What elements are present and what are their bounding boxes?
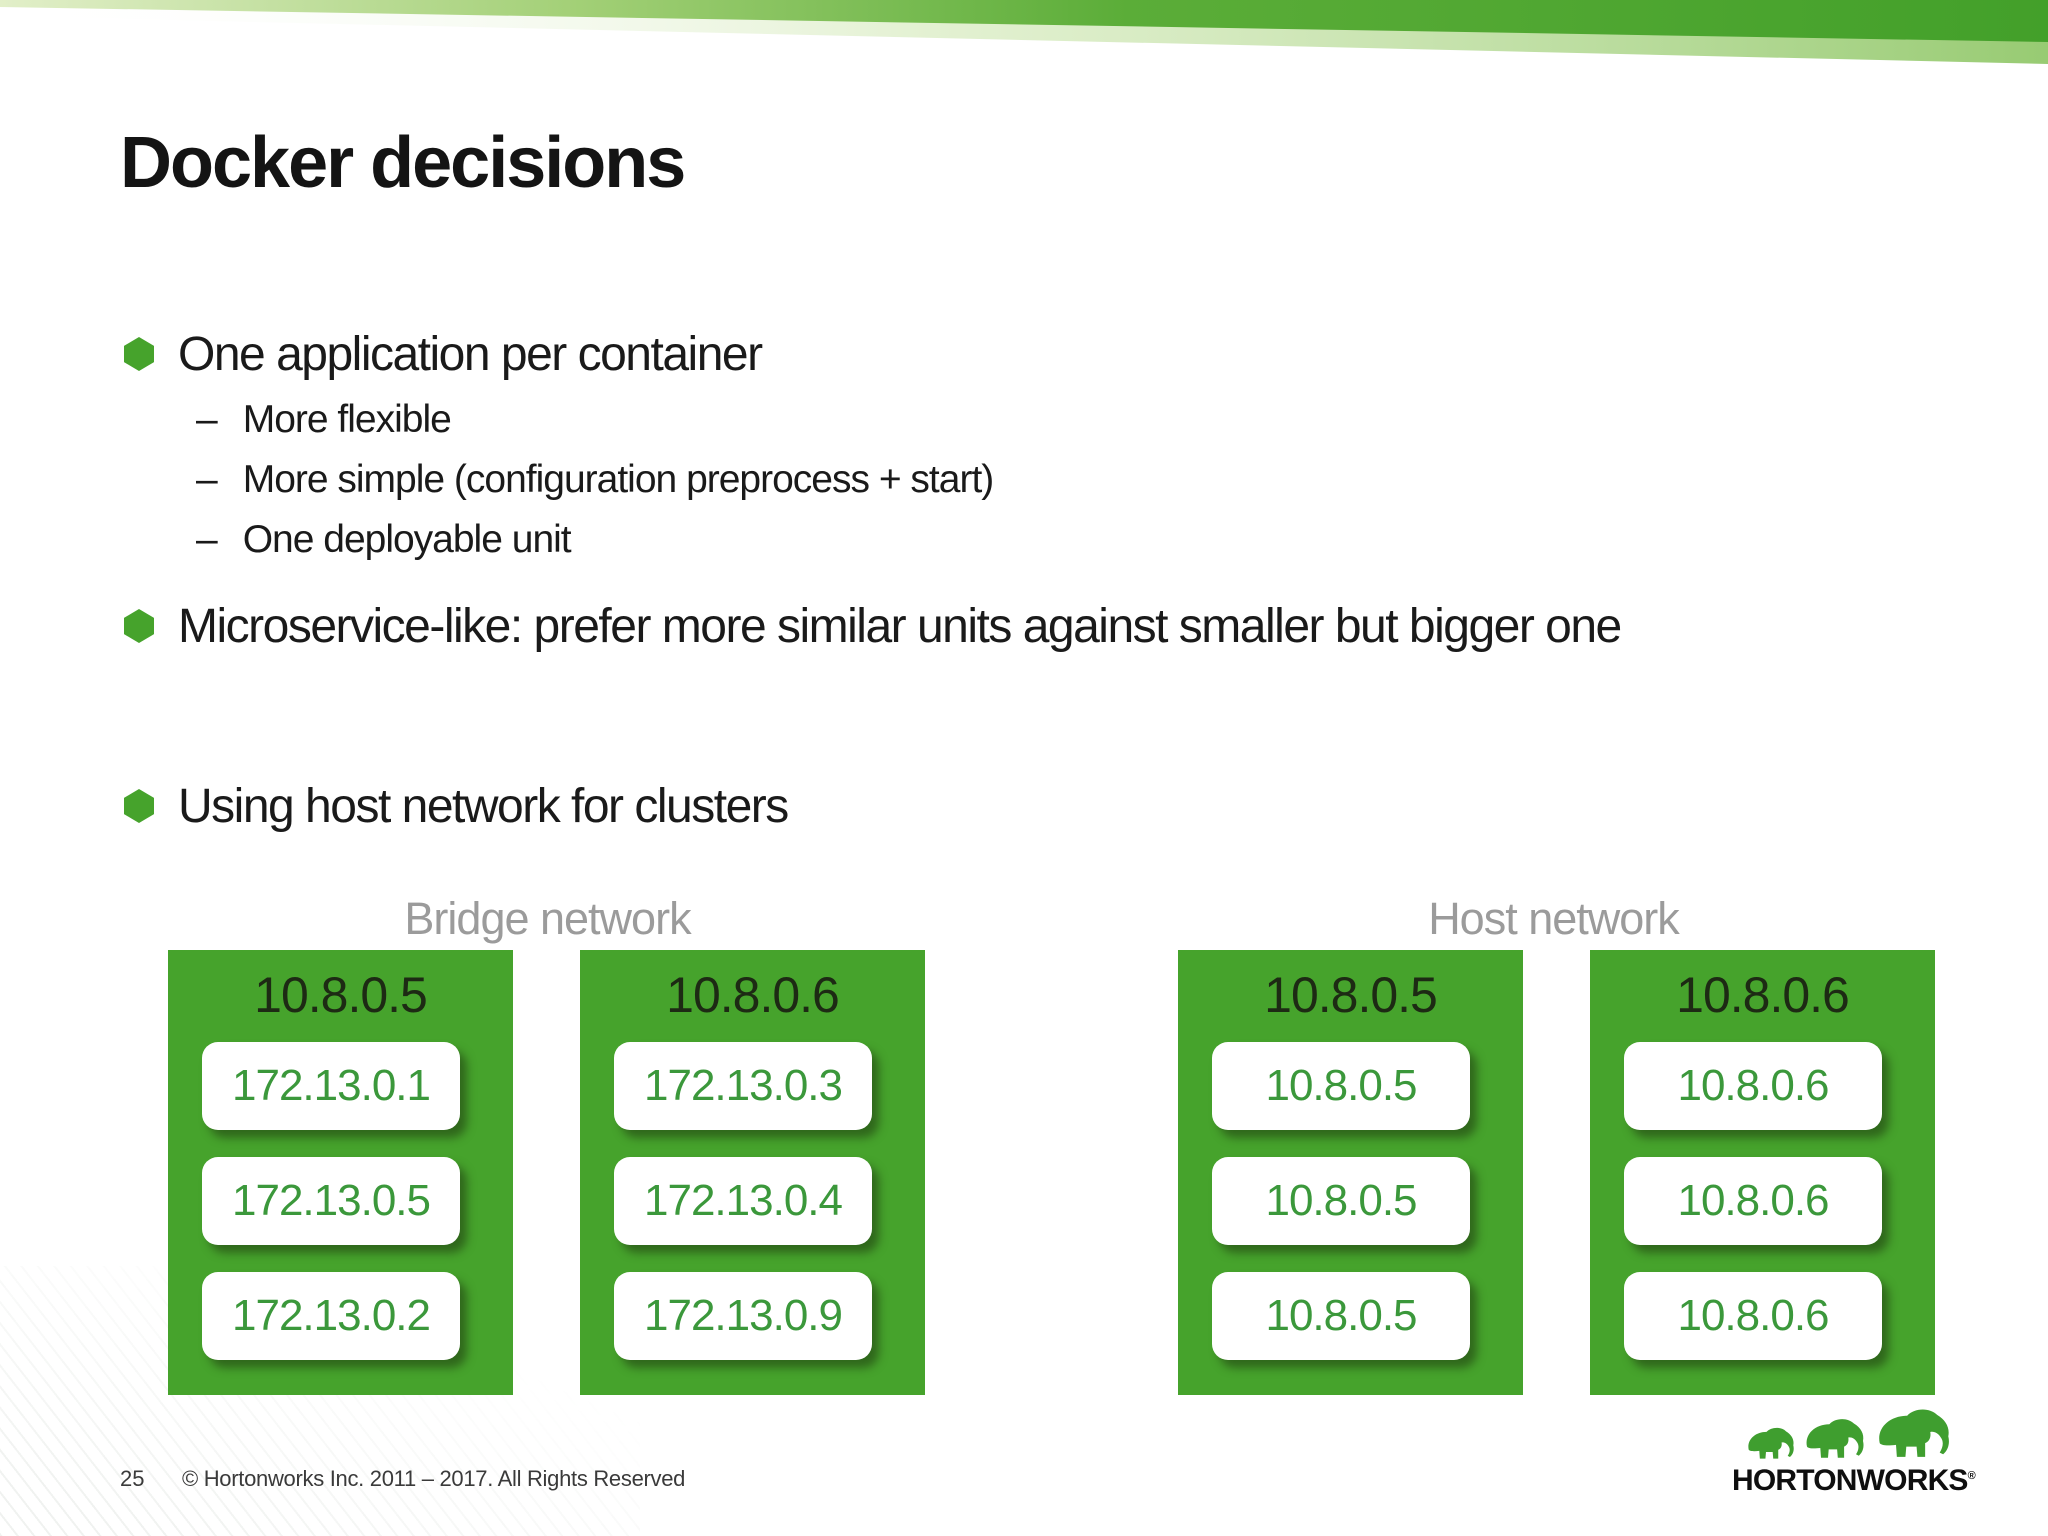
container-chip: 10.8.0.6 [1624, 1157, 1882, 1245]
sub-bullet-text: More simple (configuration preprocess + … [242, 458, 995, 501]
elephant-icon [1748, 1427, 1794, 1459]
dash-bullet-icon: – [196, 458, 218, 501]
sub-bullet-item: – More flexible [196, 397, 452, 443]
hexagon-bullet-icon [124, 789, 154, 823]
container-chip: 10.8.0.5 [1212, 1157, 1470, 1245]
sub-bullet-item: – One deployable unit [196, 517, 572, 563]
copyright-text: © Hortonworks Inc. 2011 – 2017. All Righ… [182, 1466, 686, 1491]
container-chip: 172.13.0.5 [202, 1157, 460, 1245]
bullet-text: Using host network for clusters [178, 779, 789, 833]
host-ip-header: 10.8.0.5 [254, 967, 428, 1023]
dash-bullet-icon: – [196, 398, 218, 441]
container-chip: 172.13.0.2 [202, 1272, 460, 1360]
logo-text: HORTONWORKS [1732, 1464, 1968, 1497]
host-ip-header: 10.8.0.5 [1264, 967, 1438, 1023]
hexagon-bullet-icon [124, 609, 154, 643]
sub-bullet-item: – More simple (configuration preprocess … [196, 457, 995, 503]
hexagon-bullet-icon [124, 337, 154, 371]
host-ip-header: 10.8.0.6 [666, 967, 840, 1023]
container-chip: 10.8.0.5 [1212, 1042, 1470, 1130]
elephant-icon [1806, 1419, 1864, 1458]
hortonworks-logo: HORTONWORKS® [1732, 1400, 1976, 1498]
host-ip-header: 10.8.0.6 [1676, 967, 1850, 1023]
logo-wordmark: HORTONWORKS® [1732, 1464, 1976, 1498]
container-chip: 172.13.0.9 [614, 1272, 872, 1360]
container-chip: 172.13.0.1 [202, 1042, 460, 1130]
registered-mark: ® [1967, 1470, 1976, 1482]
dash-bullet-icon: – [196, 518, 218, 561]
bullet-text: Microservice-like: prefer more similar u… [178, 599, 1622, 653]
page-number: 25 [120, 1466, 145, 1491]
host-box: 10.8.0.6 10.8.0.6 10.8.0.6 10.8.0.6 [1590, 950, 1935, 1395]
top-banner-decoration [0, 0, 2048, 64]
bullet-item: One application per container [124, 326, 763, 382]
container-chip: 10.8.0.6 [1624, 1042, 1882, 1130]
elephant-icon [1879, 1409, 1949, 1457]
sub-bullet-text: More flexible [242, 398, 452, 441]
bullet-text: One application per container [178, 327, 763, 381]
host-box: 10.8.0.6 172.13.0.3 172.13.0.4 172.13.0.… [580, 950, 925, 1395]
host-box: 10.8.0.5 172.13.0.1 172.13.0.5 172.13.0.… [168, 950, 513, 1395]
container-chip: 10.8.0.6 [1624, 1272, 1882, 1360]
container-chip: 172.13.0.3 [614, 1042, 872, 1130]
bullet-item: Using host network for clusters [124, 778, 789, 834]
container-chip: 172.13.0.4 [614, 1157, 872, 1245]
container-chip: 10.8.0.5 [1212, 1272, 1470, 1360]
bullet-item: Microservice-like: prefer more similar u… [124, 598, 1622, 654]
slide-title: Docker decisions [120, 123, 686, 203]
host-box: 10.8.0.5 10.8.0.5 10.8.0.5 10.8.0.5 [1178, 950, 1523, 1395]
network-group-label-host: Host network [1428, 893, 1680, 944]
elephant-herd-icon [1732, 1400, 1968, 1462]
sub-bullet-text: One deployable unit [242, 518, 572, 561]
network-group-label-bridge: Bridge network [404, 893, 691, 944]
